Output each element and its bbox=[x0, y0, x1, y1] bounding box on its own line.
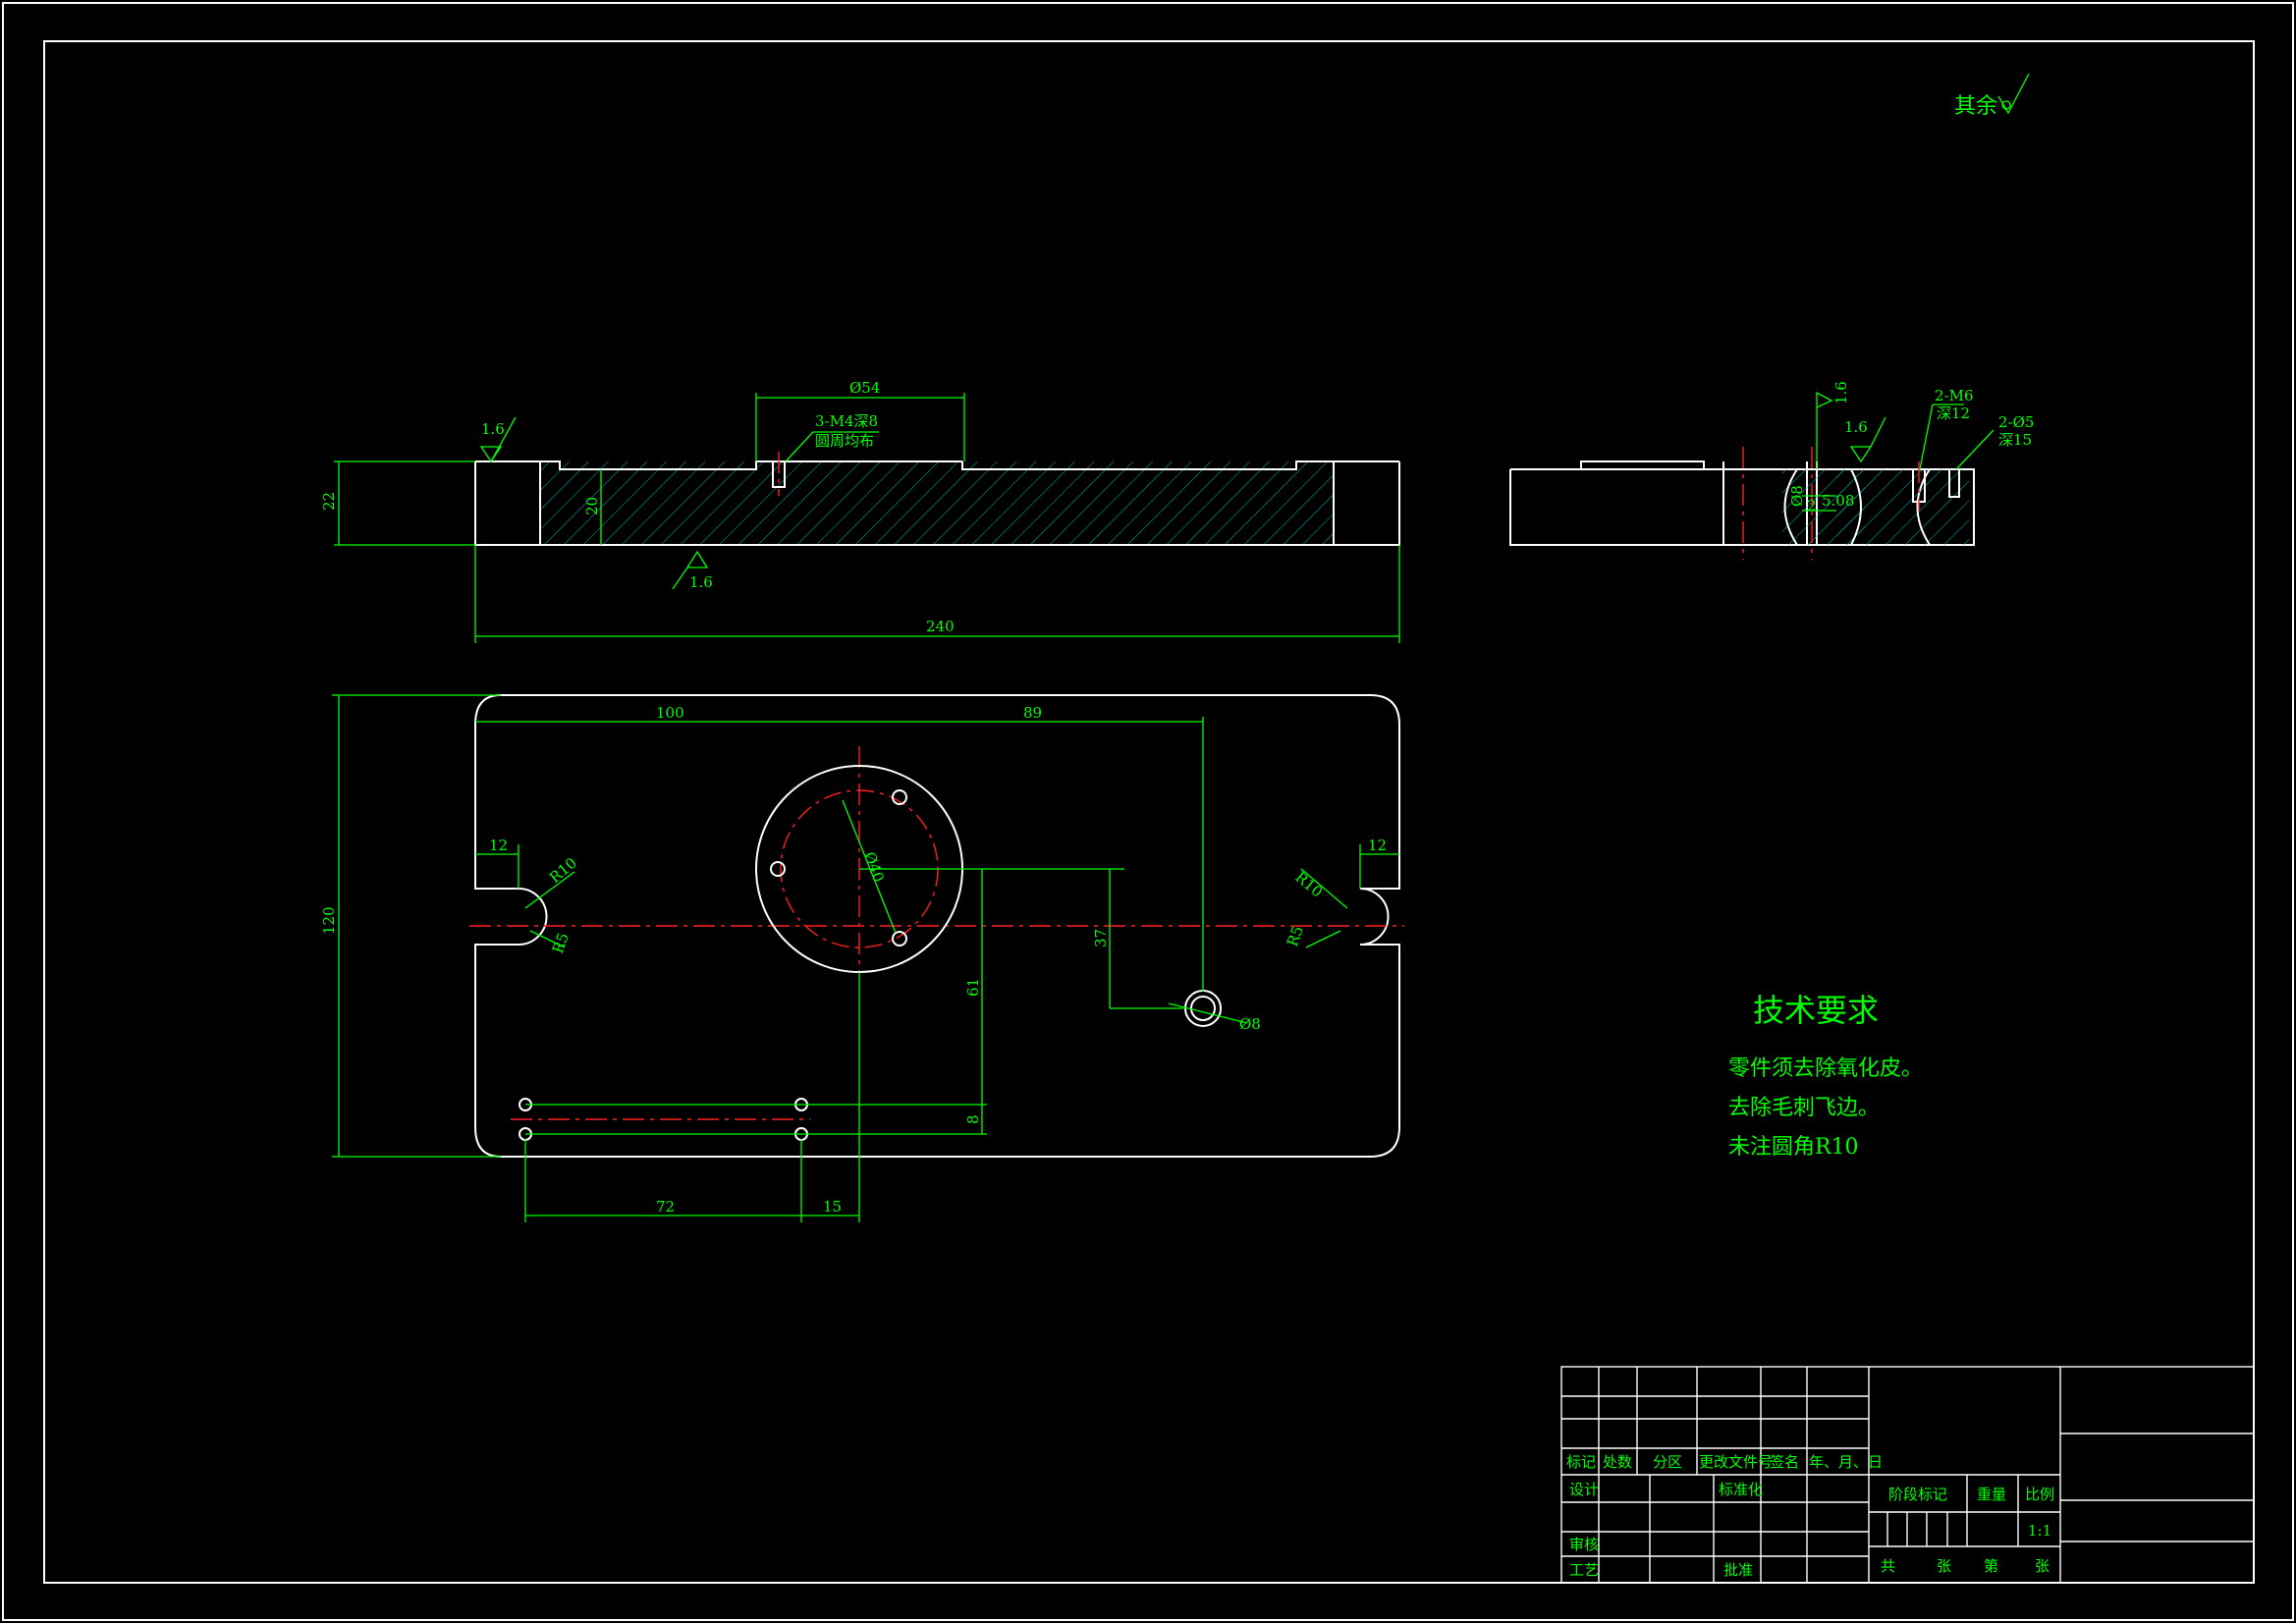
roughness-front-top: 1.6 bbox=[481, 420, 505, 438]
dim-8: 8 bbox=[964, 1114, 982, 1124]
general-roughness-note: 其余 bbox=[1954, 73, 2030, 119]
tech-req-title: 技术要求 bbox=[1753, 992, 1879, 1029]
tb-total: 共 bbox=[1881, 1557, 1895, 1575]
general-roughness-text: 其余 bbox=[1954, 94, 1997, 119]
tb-zone: 分区 bbox=[1653, 1453, 1682, 1471]
inner-frame bbox=[43, 40, 2255, 1584]
side-view: 2-M6 深12 2-Ø5 深15 1.6 1.6 5.08 2 Ø8 bbox=[1509, 381, 2034, 560]
dim-12-right: 12 bbox=[1368, 837, 1387, 854]
tb-scale: 比例 bbox=[2025, 1486, 2054, 1503]
dim-89: 89 bbox=[1023, 704, 1042, 722]
side-dim-5: 5.08 bbox=[1822, 492, 1854, 510]
tb-design: 设计 bbox=[1569, 1481, 1599, 1498]
tb-standardize: 标准化 bbox=[1719, 1481, 1763, 1498]
roughness-front-bottom: 1.6 bbox=[689, 573, 713, 591]
dim-phi40: Ø40 bbox=[860, 849, 888, 885]
dim-61: 61 bbox=[964, 978, 982, 997]
tb-process: 工艺 bbox=[1569, 1561, 1599, 1579]
tb-date: 年、月、日 bbox=[1809, 1453, 1883, 1471]
tb-change-doc: 更改文件号 bbox=[1699, 1453, 1773, 1471]
tb-mark: 标记 bbox=[1566, 1453, 1596, 1471]
tb-sheet: 张 bbox=[1937, 1557, 1951, 1575]
technical-requirements: 技术要求 零件须去除氧化皮。 去除毛刺飞边。 未注圆角R10 bbox=[1728, 992, 1923, 1160]
roughness-side-a: 1.6 bbox=[1832, 381, 1850, 405]
dim-hole-note-2: 圆周均布 bbox=[815, 432, 874, 450]
front-section-view: Ø54 3-M4深8 圆周均布 22 20 240 1.6 1.6 bbox=[320, 379, 1400, 643]
tb-scale-value: 1:1 bbox=[2028, 1522, 2051, 1540]
top-view: Ø40 Ø8 100 89 12 12 R10 R5 R10 R5 bbox=[320, 694, 1404, 1222]
dim-r10-left: R10 bbox=[546, 854, 580, 887]
dim-22: 22 bbox=[320, 492, 338, 511]
dim-37: 37 bbox=[1092, 929, 1110, 947]
dim-r10-right: R10 bbox=[1291, 868, 1326, 900]
dim-15: 15 bbox=[823, 1198, 842, 1216]
dim-r5-right: R5 bbox=[1284, 924, 1307, 949]
tb-sheet2: 张 bbox=[2035, 1557, 2050, 1575]
tb-page-no: 第 bbox=[1984, 1557, 1998, 1575]
tb-review: 审核 bbox=[1569, 1536, 1599, 1553]
side-phi5-note: 2-Ø5 bbox=[1998, 413, 2034, 431]
tb-weight: 重量 bbox=[1977, 1486, 2006, 1503]
title-block: 标记 处数 分区 更改文件号 签名 年、月、日 设计 标准化 审核 工艺 批准 … bbox=[1560, 1366, 2255, 1584]
tech-req-item-3: 未注圆角R10 bbox=[1728, 1135, 1859, 1160]
tech-req-item-2: 去除毛刺飞边。 bbox=[1728, 1096, 1880, 1120]
dim-20: 20 bbox=[583, 497, 601, 515]
dim-240: 240 bbox=[926, 618, 955, 635]
dim-72: 72 bbox=[656, 1198, 675, 1216]
tb-approve: 批准 bbox=[1723, 1561, 1753, 1579]
side-m6-note: 2-M6 bbox=[1935, 387, 1974, 405]
tb-stage-mark: 阶段标记 bbox=[1888, 1486, 1947, 1503]
tech-req-item-1: 零件须去除氧化皮。 bbox=[1728, 1056, 1923, 1081]
side-dim-phi8: Ø8 bbox=[1788, 485, 1806, 507]
roughness-side-b: 1.6 bbox=[1844, 418, 1868, 436]
dim-100: 100 bbox=[656, 704, 684, 722]
side-dim-2: 2 bbox=[1807, 497, 1817, 514]
dim-120: 120 bbox=[320, 906, 338, 935]
dim-12-left: 12 bbox=[489, 837, 508, 854]
side-phi5-depth: 深15 bbox=[1998, 431, 2032, 449]
tb-signature: 签名 bbox=[1770, 1453, 1799, 1471]
dim-phi8: Ø8 bbox=[1239, 1015, 1261, 1033]
dim-r5-left: R5 bbox=[549, 931, 573, 956]
side-m6-depth: 深12 bbox=[1937, 405, 1970, 422]
dim-phi54: Ø54 bbox=[849, 379, 880, 397]
tb-count: 处数 bbox=[1603, 1453, 1632, 1471]
dim-hole-note-1: 3-M4深8 bbox=[815, 412, 878, 430]
